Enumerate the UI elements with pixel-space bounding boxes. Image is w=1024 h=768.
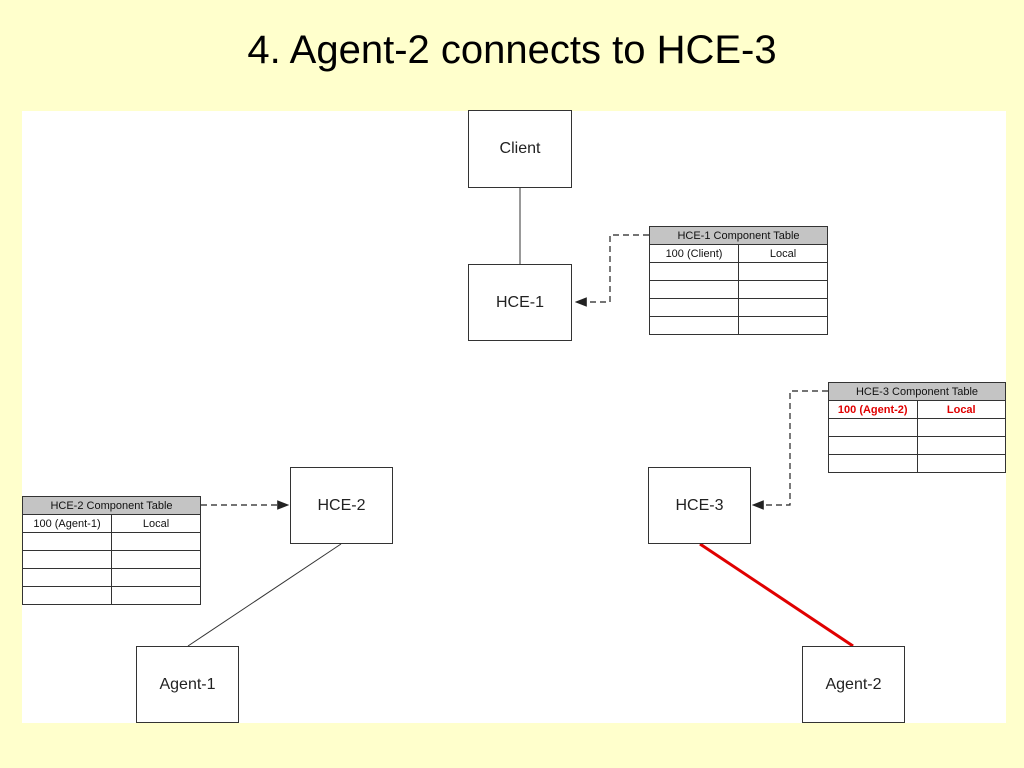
table-cell (828, 418, 918, 437)
table-cell: Local (111, 514, 201, 533)
table-row (22, 568, 201, 587)
table-cell (738, 262, 828, 281)
agent2-node-label: Agent-2 (825, 675, 882, 693)
hce2-node-label: HCE-2 (317, 496, 366, 514)
client-node: Client (468, 110, 572, 188)
hce3-component-table: HCE-3 Component Table 100 (Agent-2) Loca… (828, 382, 1006, 473)
agent1-node: Agent-1 (136, 646, 239, 723)
table-cell (111, 586, 201, 605)
hce3-node-label: HCE-3 (675, 496, 724, 514)
table-cell: Local (738, 244, 828, 263)
table-cell (916, 436, 1006, 455)
table-row (22, 586, 201, 605)
table-cell (738, 298, 828, 317)
table-cell (22, 586, 112, 605)
table-cell (649, 262, 739, 281)
table-row (22, 532, 201, 551)
table-cell (649, 316, 739, 335)
table-cell: 100 (Agent-2) (828, 400, 918, 419)
table-cell (22, 532, 112, 551)
table-row (649, 262, 828, 281)
table-row (22, 550, 201, 569)
table-title: HCE-1 Component Table (649, 226, 828, 245)
table-row: 100 (Client) Local (649, 244, 828, 263)
link-hce3-agent2 (699, 542, 854, 648)
table-cell (738, 316, 828, 335)
table-cell (111, 550, 201, 569)
dashed-arrow-hce1-table (574, 234, 649, 307)
table-row (828, 436, 1006, 455)
table-cell (828, 454, 918, 473)
table-cell (111, 568, 201, 587)
hce2-component-table: HCE-2 Component Table 100 (Agent-1) Loca… (22, 496, 201, 605)
table-title: HCE-3 Component Table (828, 382, 1006, 401)
agent1-node-label: Agent-1 (159, 675, 216, 693)
table-cell: 100 (Agent-1) (22, 514, 112, 533)
table-cell (916, 418, 1006, 437)
slide-title: 4. Agent-2 connects to HCE-3 (247, 28, 777, 72)
hce1-node: HCE-1 (468, 264, 572, 341)
hce2-node: HCE-2 (290, 467, 393, 544)
table-cell (111, 532, 201, 551)
table-cell (738, 280, 828, 299)
hce3-node: HCE-3 (648, 467, 751, 544)
table-title: HCE-2 Component Table (22, 496, 201, 515)
table-row (649, 280, 828, 299)
table-row (649, 316, 828, 335)
table-cell (649, 298, 739, 317)
table-cell (916, 454, 1006, 473)
table-cell: Local (916, 400, 1006, 419)
hce1-component-table: HCE-1 Component Table 100 (Client) Local (649, 226, 828, 335)
table-row-highlighted: 100 (Agent-2) Local (828, 400, 1006, 419)
agent2-node: Agent-2 (802, 646, 905, 723)
hce1-node-label: HCE-1 (495, 293, 544, 311)
table-cell (22, 550, 112, 569)
table-row (828, 418, 1006, 437)
dashed-arrow-hce3-table (751, 390, 828, 510)
table-row (649, 298, 828, 317)
table-cell (649, 280, 739, 299)
table-cell (22, 568, 112, 587)
table-row (828, 454, 1006, 473)
link-hce2-agent1 (187, 543, 342, 647)
table-row: 100 (Agent-1) Local (22, 514, 201, 533)
table-cell: 100 (Client) (649, 244, 739, 263)
client-node-label: Client (499, 140, 541, 157)
table-cell (828, 436, 918, 455)
